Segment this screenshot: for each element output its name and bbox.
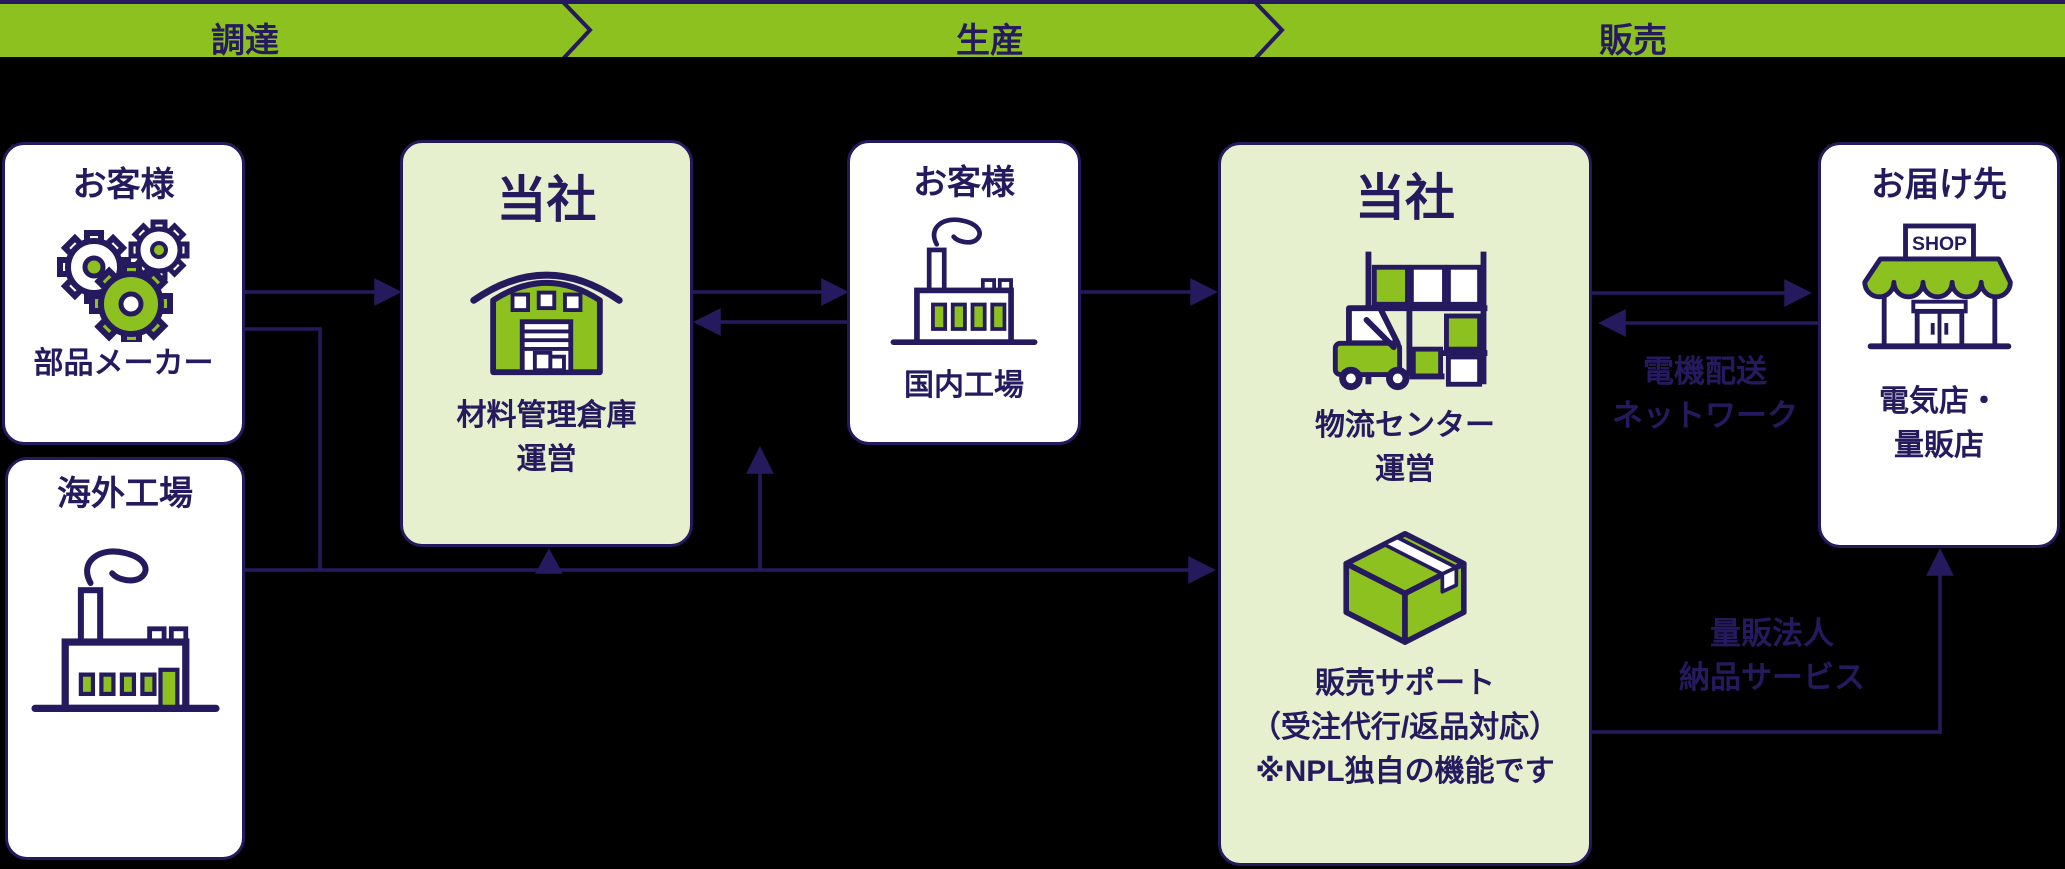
box-title: 当社 bbox=[496, 172, 597, 228]
box-label: 電気店・ 量販店 bbox=[1879, 385, 1999, 463]
box-title: お客様 bbox=[72, 166, 175, 204]
box-title: 当社 bbox=[1355, 170, 1455, 226]
shop-icon: SHOP bbox=[1861, 223, 2013, 350]
box-title: お客様 bbox=[913, 164, 1015, 202]
box-domestic-factory: お客様 国内工場 bbox=[847, 140, 1081, 445]
box-material-warehouse: 当社 材料管理倉庫 運営 bbox=[400, 140, 693, 547]
box-title: お届け先 bbox=[1871, 166, 2007, 204]
arrow-warehouse-to-factory bbox=[693, 278, 849, 306]
phase-bar: 調達 生産 販売 bbox=[0, 0, 2065, 60]
arrow-factory-to-logistics bbox=[1081, 278, 1218, 306]
warehouse-icon bbox=[470, 271, 623, 376]
arrow-parts-to-warehouse bbox=[245, 278, 402, 306]
box-label: 国内工場 bbox=[904, 369, 1024, 403]
box-parts-maker: お客様 bbox=[2, 142, 245, 445]
box-label: 材料管理倉庫 運営 bbox=[456, 399, 637, 476]
arrow-riser-factory bbox=[746, 446, 774, 570]
box-overseas-factory: 海外工場 bbox=[5, 457, 245, 860]
box-label: 物流センター 運営 bbox=[1315, 409, 1495, 486]
package-icon bbox=[1343, 531, 1467, 645]
arrow-shop-to-logistics bbox=[1598, 309, 1818, 337]
phase-label-production: 生産 bbox=[956, 22, 1024, 60]
gears-icon bbox=[56, 219, 189, 343]
line-parts-branch bbox=[245, 327, 322, 570]
box-label: 部品メーカー bbox=[33, 347, 214, 381]
phase-label-sales: 販売 bbox=[1599, 22, 1667, 60]
arrow-factory-to-warehouse bbox=[693, 308, 847, 336]
label-denki-network: 電機配送 ネットワーク bbox=[1612, 354, 1798, 433]
arrow-logistics-to-shop bbox=[1592, 279, 1812, 307]
arrow-riser-warehouse bbox=[535, 548, 563, 574]
chevron-right-icon bbox=[1254, 4, 1285, 57]
box-label: 販売サポート （受注代行/返品対応） ※NPL独自の機能です bbox=[1250, 667, 1560, 788]
arrow-overseas-trunk bbox=[245, 556, 1216, 584]
chevron-separators bbox=[562, 4, 1285, 57]
factory-icon bbox=[30, 548, 220, 713]
chevron-right-icon bbox=[562, 4, 593, 57]
label-ryohan-service: 量販法人 納品サービス bbox=[1679, 616, 1865, 695]
box-delivery-destination: お届け先 SHOP 電気店・ 量販店 bbox=[1818, 142, 2060, 548]
phase-label-procurement: 調達 bbox=[211, 22, 279, 60]
factory-icon bbox=[890, 217, 1038, 346]
shop-sign-text: SHOP bbox=[1912, 234, 1967, 256]
forklift-rack-icon bbox=[1332, 251, 1487, 391]
box-logistics-center: 当社 物流センター 運営 販売サポー bbox=[1218, 142, 1592, 866]
box-title: 海外工場 bbox=[57, 475, 193, 513]
